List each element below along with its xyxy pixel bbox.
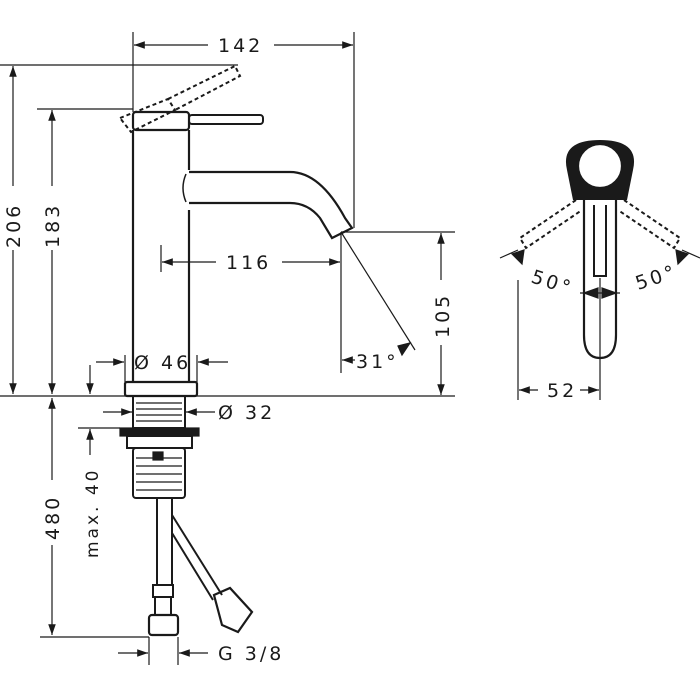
label-50-deg-right: 50° (633, 261, 680, 295)
label-50-deg-left: 50° (528, 266, 575, 300)
faucet-body (131, 130, 191, 382)
dim-480 (40, 398, 149, 638)
top-view-handle (518, 140, 682, 400)
spout (182, 170, 354, 240)
dim-183 (37, 108, 133, 394)
label-206: 206 (3, 203, 25, 248)
label-max-40: max. 40 (83, 468, 103, 558)
label-dia-32: Ø 32 (218, 402, 275, 424)
threaded-shank (119, 395, 200, 499)
label-183: 183 (42, 203, 64, 248)
supply-hoses (147, 498, 254, 637)
label-31-deg: 31° (356, 351, 399, 373)
dim-206 (0, 64, 238, 394)
label-52: 52 (547, 380, 577, 402)
dim-52 (517, 280, 599, 400)
label-480: 480 (42, 495, 64, 540)
label-116: 116 (226, 252, 271, 274)
dim-g-3-8 (118, 637, 208, 665)
base-ring (123, 380, 199, 398)
dim-142 (132, 32, 355, 228)
label-g-3-8: G 3/8 (218, 643, 284, 665)
dim-50-deg (499, 249, 700, 266)
dim-116 (160, 232, 342, 373)
label-dia-46: Ø 46 (134, 352, 191, 374)
label-105: 105 (432, 293, 454, 338)
dim-31-deg (340, 231, 416, 364)
dim-105 (341, 231, 455, 395)
label-142: 142 (218, 35, 263, 57)
dim-max-40 (78, 427, 120, 455)
dim-dia-46 (96, 355, 228, 382)
lever-handle (118, 64, 264, 134)
